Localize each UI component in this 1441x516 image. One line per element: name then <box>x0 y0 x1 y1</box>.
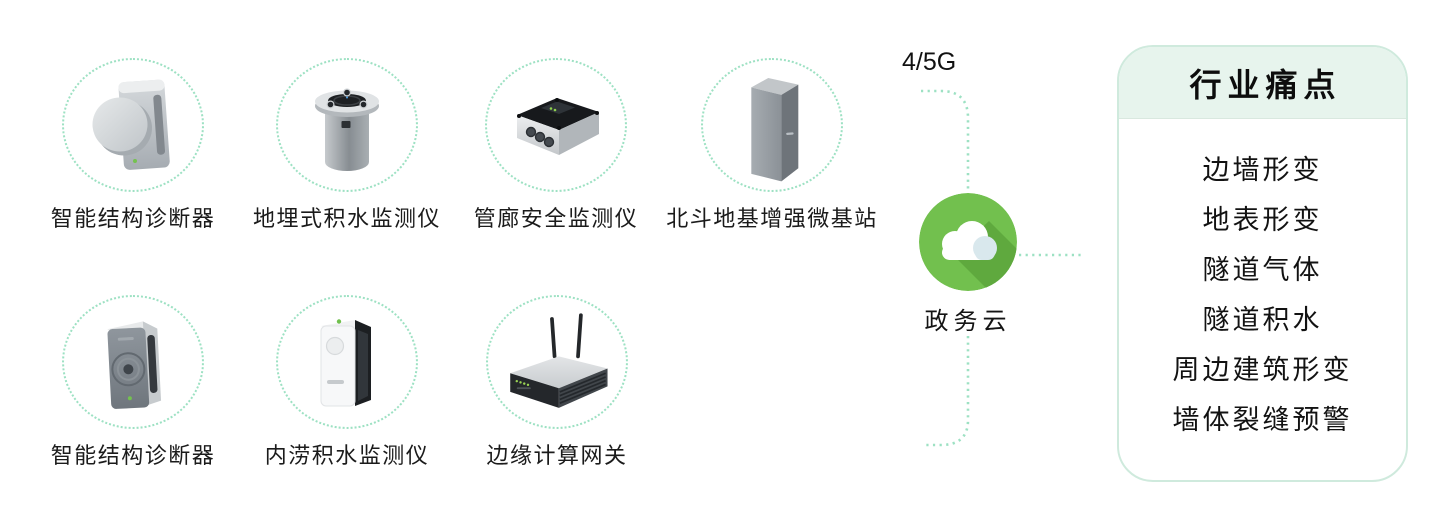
device-pipe-gallery-monitor: 管廊安全监测仪 <box>446 58 666 233</box>
device-label: 地埋式积水监测仪 <box>252 206 441 231</box>
panel-header: 行业痛点 <box>1119 47 1406 119</box>
gov-cloud-node <box>919 193 1017 291</box>
waterlogging-monitor-icon <box>320 319 371 407</box>
industry-pain-points-panel: 行业痛点 边墙形变 地表形变 隧道气体 隧道积水 周边建筑形变 墙体裂缝预警 <box>1117 45 1408 482</box>
pain-point-item: 墙体裂缝预警 <box>1172 405 1353 435</box>
panel-body: 边墙形变 地表形变 隧道气体 隧道积水 周边建筑形变 墙体裂缝预警 <box>1119 119 1406 445</box>
cloud-icon <box>919 193 1017 291</box>
device-structure-diagnoser-2: 智能结构诊断器 <box>23 295 243 470</box>
device-edge-gateway: 边缘计算网关 <box>447 295 667 470</box>
device-structure-diagnoser-1: 智能结构诊断器 <box>23 58 243 233</box>
uplink-4-5g-label: 4/5G <box>902 48 957 76</box>
pain-point-item: 隧道积水 <box>1202 305 1323 335</box>
beidou-micro-base-station-icon <box>751 78 799 182</box>
device-halo <box>276 58 418 192</box>
pipe-gallery-safety-monitor-icon <box>517 98 599 155</box>
device-label: 管廊安全监测仪 <box>473 206 639 231</box>
pain-point-item: 边墙形变 <box>1202 155 1323 185</box>
device-label: 智能结构诊断器 <box>50 206 216 231</box>
device-halo <box>485 58 627 192</box>
edge-computing-gateway-icon <box>510 313 608 408</box>
device-buried-water-monitor: 地埋式积水监测仪 <box>237 58 457 233</box>
gov-cloud-label: 政务云 <box>924 308 1012 335</box>
device-halo <box>701 58 843 192</box>
device-waterlogging-monitor: 内涝积水监测仪 <box>237 295 457 470</box>
device-label: 北斗地基增强微基站 <box>666 206 878 231</box>
device-halo <box>62 295 204 429</box>
pain-point-item: 隧道气体 <box>1202 255 1323 285</box>
pain-point-item: 周边建筑形变 <box>1172 355 1353 385</box>
device-label: 内涝积水监测仪 <box>264 443 430 468</box>
structure-diagnoser-icon <box>107 321 162 409</box>
panel-title: 行业痛点 <box>1189 66 1342 103</box>
device-beidou-base-station: 北斗地基增强微基站 <box>662 58 882 233</box>
device-halo <box>276 295 418 429</box>
pain-point-item: 地表形变 <box>1202 205 1323 235</box>
device-label: 智能结构诊断器 <box>50 443 216 468</box>
device-label: 边缘计算网关 <box>486 443 628 468</box>
device-halo <box>62 58 204 192</box>
device-halo <box>486 295 628 429</box>
buried-water-monitor-icon <box>315 88 379 171</box>
uplink-connector-line <box>921 89 970 192</box>
structure-diagnoser-icon <box>92 79 170 170</box>
cloud-downlink-connector-line <box>923 336 970 447</box>
